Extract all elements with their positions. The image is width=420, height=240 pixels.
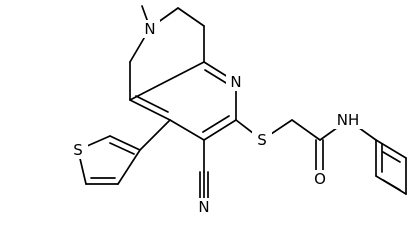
atom-label-o: O	[314, 170, 326, 188]
bond-c4-c4a-double	[135, 95, 169, 113]
bond-th-c3-c2-double	[109, 142, 135, 155]
bond-c3-c4	[169, 119, 205, 141]
bond-th-c3-c2	[109, 135, 141, 151]
atom-label-n1: N	[230, 73, 241, 91]
bond-ph-5	[375, 139, 407, 159]
bond-c4a-c8a	[129, 61, 205, 101]
molecule-structure: N N S S O NH N	[68, 5, 407, 216]
atom-label-n6: N	[144, 20, 155, 38]
bond-th-c4-c3	[117, 149, 141, 185]
atom-nitrogen-nitrile: N	[194, 198, 214, 216]
atom-sulfur-thioether: S	[252, 131, 272, 149]
atom-sulfur-thiophene: S	[68, 141, 88, 159]
bond-c4-c4a	[129, 99, 171, 121]
bond-ph-double-3	[382, 151, 401, 163]
atom-oxygen-carbonyl: O	[310, 170, 330, 188]
atom-label-s-linker: S	[257, 131, 267, 149]
atom-nitrogen-amide: NH	[334, 111, 362, 129]
atom-nitrogen-tertiary: N	[140, 20, 160, 38]
bond-ph-double-2	[382, 179, 401, 191]
atom-label-n-nitrile: N	[198, 198, 209, 216]
bond-c2-c3-double	[202, 115, 230, 133]
bond-c4-thienyl	[139, 119, 171, 151]
bond-ch2-co	[291, 119, 321, 141]
bond-c7-c8	[177, 7, 205, 27]
atom-nitrogen-ring: N	[226, 73, 246, 91]
atom-label-s-thiophene: S	[73, 141, 83, 159]
atom-label-nh: NH	[337, 111, 360, 129]
bond-c2-c3	[203, 119, 237, 141]
